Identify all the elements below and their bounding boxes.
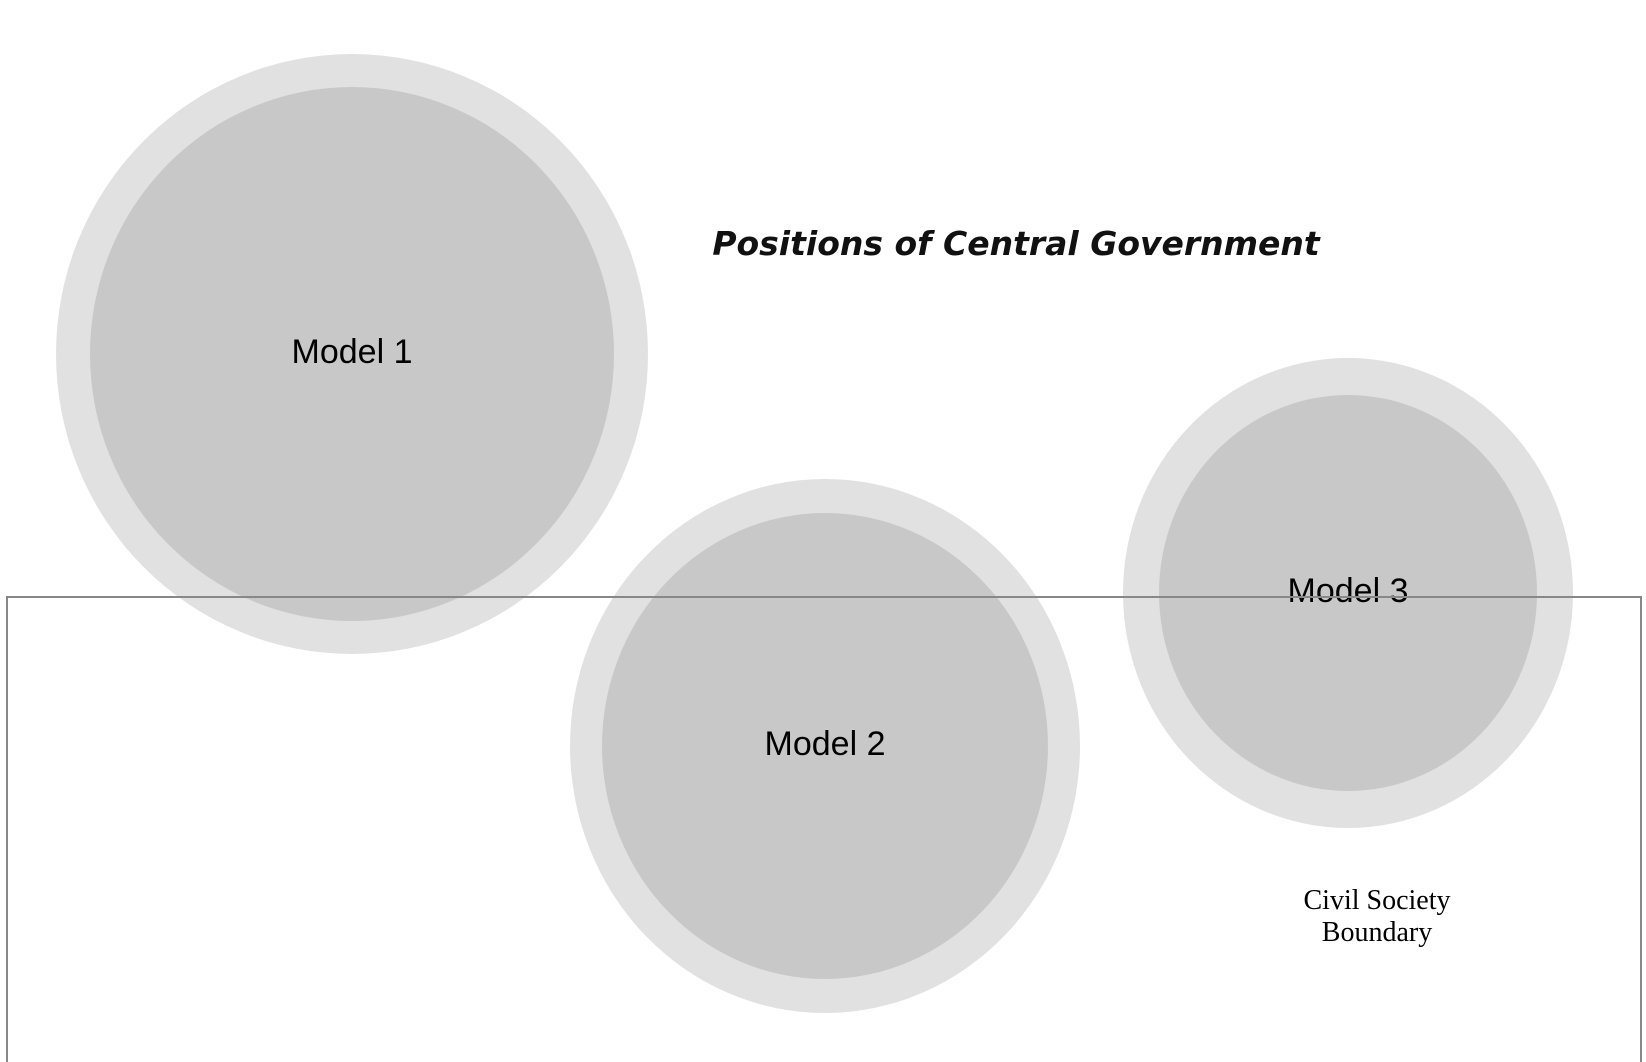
model-1-label: Model 1 [292,333,413,371]
model-3-label: Model 3 [1288,572,1409,610]
model-2-inner-disc [602,513,1048,979]
diagram-title: Positions of Central Government [712,224,1321,263]
model-1-inner-disc [90,87,614,621]
boundary-label-line-1: Civil Society [1304,885,1451,916]
model-2-node: Model 2 [570,479,1080,1013]
boundary-label-line-2: Boundary [1322,917,1432,948]
model-2-label: Model 2 [765,725,886,763]
model-3-inner-disc [1159,395,1537,791]
model-3-node: Model 3 [1123,358,1573,828]
model-1-node: Model 1 [56,54,648,654]
civil-society-boundary [6,596,1642,1062]
